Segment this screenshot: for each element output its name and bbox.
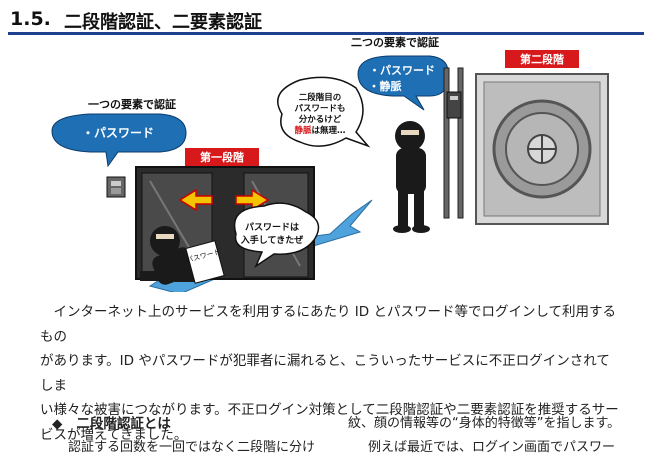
pipe-right <box>457 67 464 219</box>
two-factor-bubble-line2: ・静脈 <box>369 79 402 93</box>
intro-paragraph: インターネット上のサービスを利用するにあたり ID とパスワード等でログインして… <box>40 300 620 447</box>
stage1-sign <box>185 148 259 166</box>
authentication-illustration: 第一段階 一つの要素で認証 ・パスワード パスワード パスワードは 入手してきた… <box>51 36 609 292</box>
villain2-bubble-line3: 分かるけど <box>299 114 342 125</box>
one-factor-bubble-text: ・パスワード <box>82 126 154 140</box>
subsection-heading-bold: 二段階認証 <box>76 416 144 432</box>
one-factor-bubble <box>51 113 187 168</box>
villain-2 <box>393 121 430 233</box>
pipe-left <box>443 67 450 219</box>
subsection-heading-rest: とは <box>143 416 171 432</box>
stage2-sign <box>505 50 579 68</box>
vein-scanner-icon <box>446 91 462 119</box>
subsection-heading: ◆ 二段階認証とは <box>52 412 171 432</box>
villain2-bubble-line4-rest: は無理… <box>312 125 346 136</box>
right-column-cut-line: 例えば最近では、ログイン画面でパスワー <box>368 440 616 455</box>
stage1-sign-text: 第一段階 <box>200 150 244 164</box>
one-factor-label: 一つの要素で認証 <box>88 97 176 111</box>
paragraph-line: があります。ID やパスワードが犯罪者に漏れると、こういったサービスに不正ログイ… <box>40 353 610 394</box>
paragraph-line: い様々な被害につながります。不正ログイン対策として二段階認証や二要素認証を推奨す… <box>40 402 619 418</box>
villain1-bubble-line1: パスワードは <box>245 221 299 233</box>
diamond-bullet-icon: ◆ <box>52 416 63 432</box>
villain1-bubble <box>233 202 320 269</box>
highlight-vein: 静脈 <box>294 125 312 136</box>
two-factor-label: 二つの要素で認証 <box>351 36 439 49</box>
two-factor-bubble-line1: ・パスワード <box>369 64 435 77</box>
villain1-bubble-line2: 入手してきたぜ <box>240 234 303 246</box>
arrow-left-icon <box>178 188 213 212</box>
paragraph-line: インターネット上のサービスを利用するにあたり ID とパスワード等でログインして… <box>40 304 617 345</box>
section-number: 1.5. <box>10 8 51 30</box>
password-memo: パスワード <box>185 240 225 284</box>
paragraph-line: ビスが増えてきました。 <box>40 426 188 443</box>
villain2-bubble <box>277 76 371 148</box>
stage2-sign-text: 第二段階 <box>520 52 564 66</box>
villain-1 <box>140 226 203 285</box>
section-title: 二段階認証、二要素認証 <box>64 12 262 33</box>
villain2-bubble-line4: 静脈は無理… <box>294 125 345 136</box>
right-column-line: 紋、顔の情報等の“身体的特徴等”を指します。 <box>348 416 621 431</box>
villain2-bubble-line2: パスワードも <box>294 103 345 114</box>
left-column-cut-line: 認証する回数を一回ではなく二段階に分け <box>68 440 316 455</box>
villain2-bubble-line1: 二段階目の <box>299 92 342 103</box>
section-heading: 1.5. 二段階認証、二要素認証 <box>8 2 644 35</box>
